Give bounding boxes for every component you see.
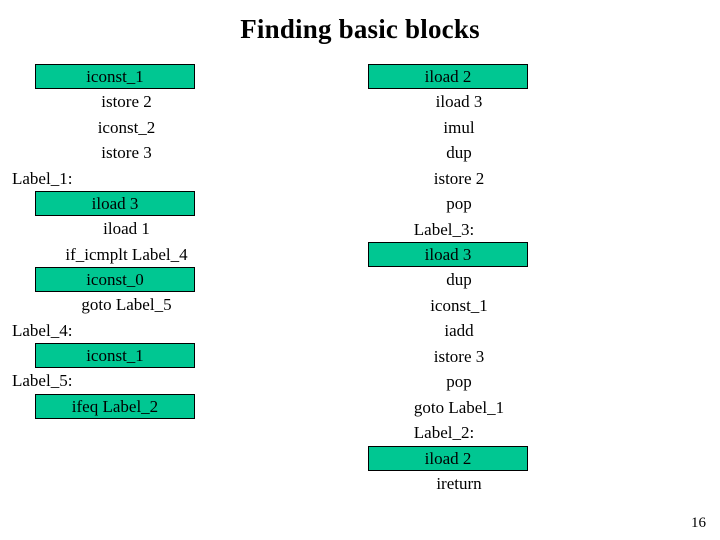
code-line: istore 2 (433, 168, 485, 188)
code-line: ireturn (436, 473, 482, 493)
code-line: Label_5: (12, 371, 73, 390)
code-line: istore 3 (433, 346, 485, 366)
basic-block-leader-line: iconst_1 (35, 64, 195, 89)
code-line: pop (446, 194, 472, 213)
page-number: 16 (691, 515, 706, 531)
page-title: Finding basic blocks (240, 14, 480, 44)
basic-block-leader-line: iconst_0 (35, 267, 195, 292)
basic-block-leader-line: iload 2 (368, 64, 528, 89)
code-line: iadd (444, 321, 474, 340)
code-line: Label_1: (12, 168, 73, 188)
code-line: Label_3: (413, 219, 475, 239)
code-line: goto Label_5 (81, 295, 172, 314)
code-line: istore 2 (101, 92, 152, 111)
code-line: goto Label_1 (413, 397, 505, 417)
code-line: dup (446, 143, 472, 162)
code-line: imul (443, 117, 475, 137)
code-line: istore 3 (101, 143, 152, 162)
basic-block-leader-line: iload 3 (35, 191, 195, 216)
code-line: iload 3 (435, 92, 483, 111)
code-line: Label_2: (413, 423, 475, 442)
code-line: Label_4: (12, 320, 73, 340)
code-line: pop (446, 372, 472, 391)
code-line: dup (446, 270, 472, 289)
basic-block-leader-line: iload 2 (368, 445, 528, 471)
code-line: if_icmplt Label_4 (65, 244, 188, 264)
basic-block-leader-line: ifeq Label_2 (35, 393, 195, 419)
basic-block-leader-line: iconst_1 (35, 343, 195, 368)
code-line: iload 1 (103, 219, 150, 238)
code-line: iconst_1 (430, 295, 488, 315)
code-line: iconst_2 (97, 117, 156, 137)
basic-block-leader-line: iload 3 (368, 242, 528, 267)
